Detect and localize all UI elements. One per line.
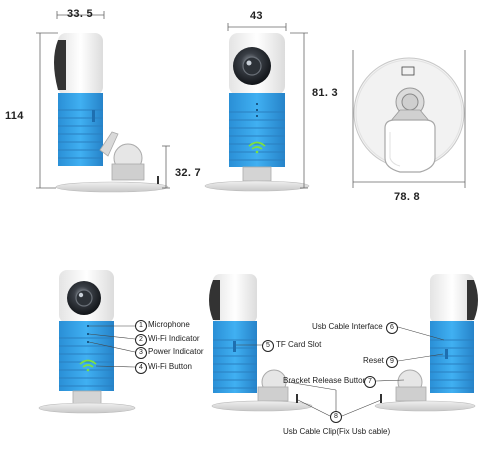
callout-label-tf-card-slot: TF Card Slot: [276, 340, 322, 349]
dimension-width-side: 33. 5: [67, 8, 93, 20]
callout-number-1: 1: [135, 320, 147, 332]
callout-number-7: 7: [364, 376, 376, 388]
callout-label-reset: Reset: [363, 356, 384, 365]
callout-number-3: 3: [135, 347, 147, 359]
callout-leader-lines-right: [236, 326, 445, 417]
callout-leader-lines-left: [88, 325, 136, 368]
side-view-dimension-lines: [36, 11, 170, 189]
callout-number-5: 5: [262, 340, 274, 352]
dimension-width-front: 43: [250, 10, 263, 22]
side-view-camera: [54, 33, 169, 193]
dimension-base-diameter: 78. 8: [394, 191, 420, 203]
callout-label-usb-cable-interface: Usb Cable Interface: [312, 322, 383, 331]
callout-back-camera-right: [374, 274, 478, 412]
callout-number-6: 6: [386, 322, 398, 334]
callout-label-power-indicator: Power Indicator: [148, 347, 204, 356]
callout-label-microphone: Microphone: [148, 320, 190, 329]
callout-label-wifi-indicator: Wi-Fi Indicator: [148, 334, 200, 343]
front-view-dimension-lines: [227, 23, 308, 189]
base-dimension-lines: [352, 50, 466, 188]
callout-back-camera-left: [209, 274, 313, 412]
callout-label-usb-cable-clip: Usb Cable Clip(Fix Usb cable): [283, 427, 391, 436]
dimension-bracket-height: 32. 7: [175, 167, 201, 179]
front-view-camera: [204, 33, 310, 192]
callout-label-wifi-button: Wi-Fi Button: [148, 362, 193, 371]
base-top-view: [353, 57, 465, 173]
dimension-height-total: 114: [5, 110, 24, 122]
callout-number-2: 2: [135, 334, 147, 346]
dimension-height-front: 81. 3: [312, 87, 338, 99]
callout-front-camera: [38, 270, 136, 414]
callout-number-4: 4: [135, 362, 147, 374]
callout-label-bracket-release-button: Bracket Release Button: [283, 376, 368, 385]
callout-number-8: 8: [330, 411, 342, 423]
callout-number-9: 9: [386, 356, 398, 368]
